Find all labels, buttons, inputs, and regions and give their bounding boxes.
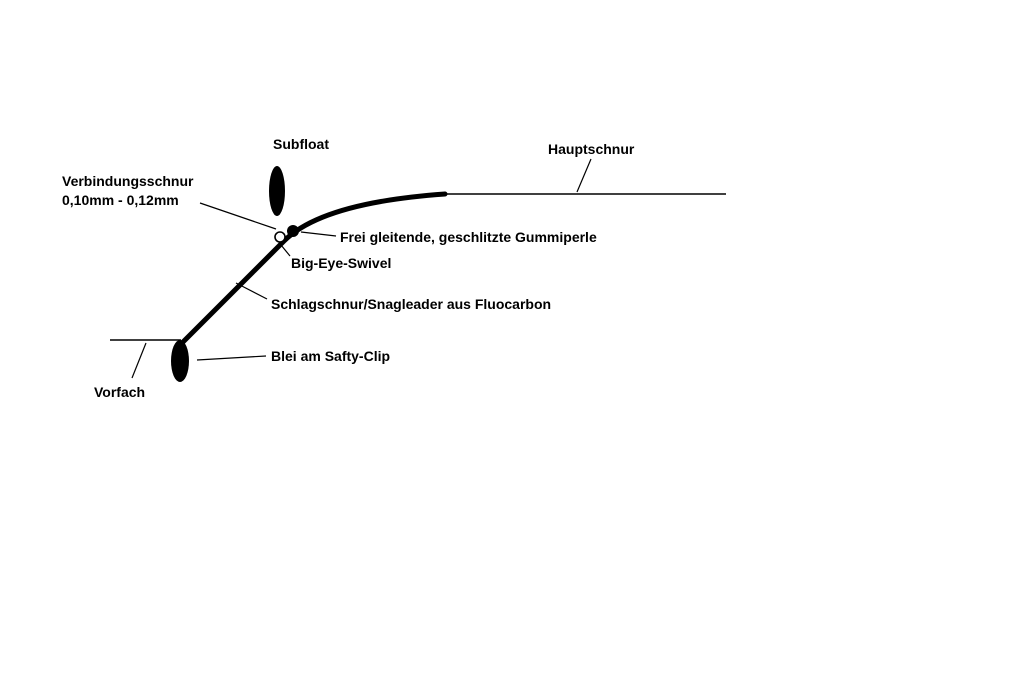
vorfach-label: Vorfach xyxy=(94,384,146,400)
gummiperle-label: Frei gleitende, geschlitzte Gummiperle xyxy=(340,229,597,245)
verbindungsschnur-pointer xyxy=(199,202,277,230)
vorfach-pointer xyxy=(131,342,147,379)
gummiperle-shape xyxy=(287,225,299,237)
big-eye-swivel-label: Big-Eye-Swivel xyxy=(291,255,392,271)
verbindungsschnur-label: Verbindungsschnur 0,10mm - 0,12mm xyxy=(62,172,193,210)
blei-label: Blei am Safty-Clip xyxy=(271,348,391,364)
big-eye-swivel-pointer xyxy=(280,244,291,257)
hauptschnur-pointer xyxy=(576,158,592,193)
schlagschnur-pointer xyxy=(235,282,268,300)
schlagschnur-line xyxy=(177,191,448,348)
hauptschnur-label: Hauptschnur xyxy=(548,141,635,157)
verbindungsschnur-label-line1: Verbindungsschnur xyxy=(62,173,194,189)
verbindungsschnur-label-line2: 0,10mm - 0,12mm xyxy=(62,191,179,208)
schlagschnur-label: Schlagschnur/Snagleader aus Fluocarbon xyxy=(271,296,552,312)
blei-shape xyxy=(171,340,189,382)
subfloat-label: Subfloat xyxy=(273,136,329,152)
subfloat-shape xyxy=(269,166,285,216)
swivel-shape xyxy=(274,231,286,243)
blei-pointer xyxy=(196,355,267,361)
gummiperle-pointer xyxy=(300,231,337,237)
